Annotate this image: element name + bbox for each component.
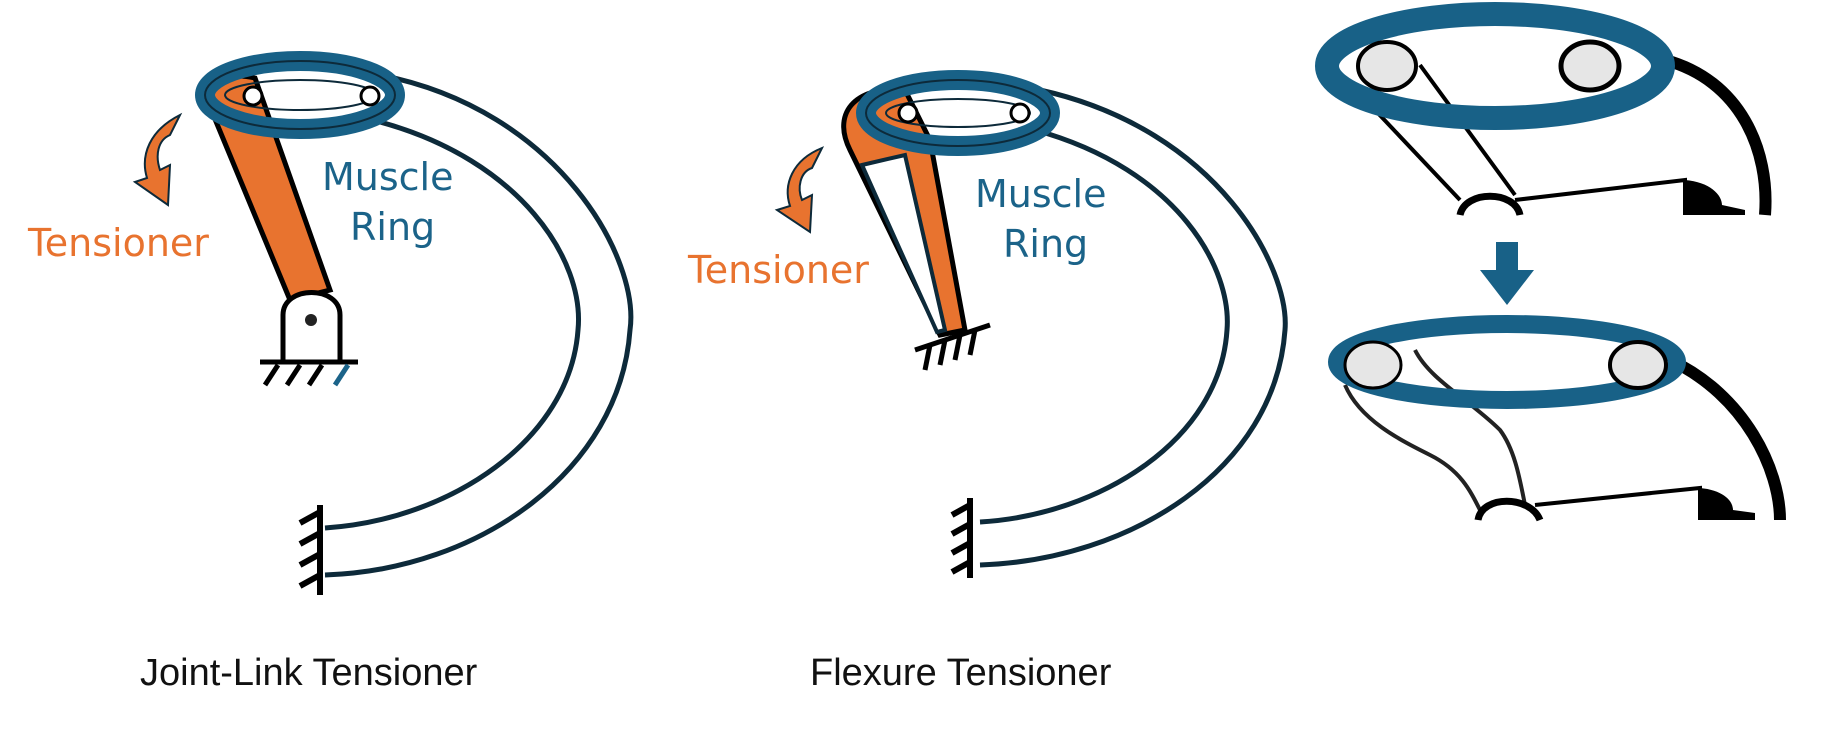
panel-detail (1315, 2, 1786, 522)
flexure-ground-icon (914, 322, 991, 371)
muscle-ring-before (1315, 2, 1675, 130)
pivot-ground-icon (260, 359, 358, 387)
curved-tube-outer (324, 72, 634, 578)
panel-flexure: Tensioner Muscle Ring Flexure Tensioner (687, 70, 1288, 694)
panel-joint-link: Tensioner Muscle Ring Joint-Link Tension… (27, 51, 634, 694)
pulley-left (897, 102, 919, 124)
curved-tube-inner (979, 127, 1230, 525)
pivot-housing (280, 290, 343, 360)
muscle-ring-after (1328, 315, 1686, 409)
ring-label: Ring (1003, 222, 1088, 266)
detail-after (1328, 315, 1786, 522)
rotate-arrow-icon (132, 112, 183, 207)
pulley-left (1343, 340, 1403, 390)
caption-joint-link: Joint-Link Tensioner (140, 652, 478, 694)
pulley-right (1608, 340, 1668, 390)
tube-ground-icon (950, 498, 973, 578)
rotate-arrow-icon (774, 146, 825, 234)
tube-ground-icon (298, 505, 323, 595)
pivot-pin (305, 314, 317, 326)
down-arrow-icon (1480, 242, 1534, 305)
muscle-label: Muscle (322, 155, 454, 199)
pulley-right (1009, 102, 1031, 124)
flexure-cutout (859, 152, 948, 335)
pulley-left (1356, 40, 1418, 92)
muscle-label: Muscle (975, 172, 1107, 216)
curved-tube-inner (324, 119, 582, 531)
curved-tube-outer (979, 87, 1288, 568)
pulley-left (242, 85, 264, 107)
tensioner-label: Tensioner (27, 221, 209, 265)
caption-flexure: Flexure Tensioner (810, 652, 1112, 694)
tensioner-label: Tensioner (687, 248, 869, 292)
pulley-right (359, 85, 381, 107)
detail-before (1315, 2, 1772, 217)
pulley-right (1558, 39, 1622, 93)
ring-label: Ring (350, 205, 435, 249)
